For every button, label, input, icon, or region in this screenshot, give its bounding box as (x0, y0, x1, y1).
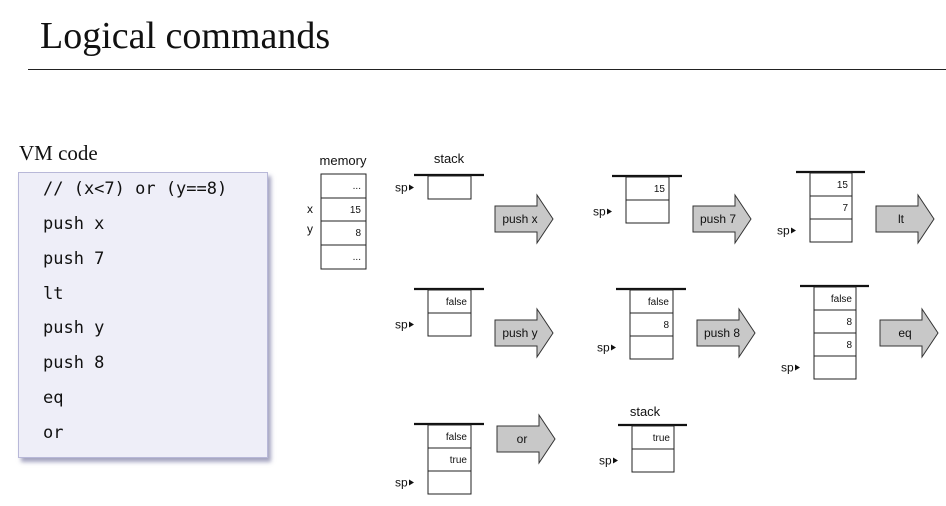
code-line: push 7 (43, 249, 105, 269)
arrow-label: push y (502, 326, 537, 340)
memory-var-name: x (307, 202, 313, 216)
stack-empty-cell (625, 199, 670, 224)
sp-label: sp (597, 341, 610, 355)
memory-cell-value: ... (353, 252, 361, 263)
vm-code-heading: VM code (19, 141, 98, 165)
stack-label: stack (434, 151, 465, 166)
operation-arrow: or (496, 413, 556, 465)
code-line: lt (43, 284, 64, 304)
arrow-shape-icon (496, 413, 556, 465)
memory-cell-value: ... (353, 181, 361, 192)
arrow-shape-icon (494, 193, 554, 245)
sp-label: sp (395, 476, 408, 490)
sp-label: sp (777, 224, 790, 238)
title-divider (28, 69, 946, 70)
stack-empty-cell (629, 335, 674, 360)
operation-arrow: lt (875, 193, 935, 245)
operation-arrow: push 7 (692, 193, 752, 245)
operation-arrow: push y (494, 307, 554, 359)
sp-label: sp (593, 205, 606, 219)
stack-snapshot: false sp (395, 287, 484, 337)
stack-snapshot: false 8 8 sp (781, 284, 869, 380)
stack-cell-value: false (446, 297, 468, 308)
arrow-shape-icon (692, 193, 752, 245)
memory-var-name: y (307, 222, 313, 236)
arrow-shape-icon (875, 193, 935, 245)
stack-empty-cell (631, 448, 675, 473)
arrow-shape-icon (494, 307, 554, 359)
stack-snapshot: false true sp (395, 422, 484, 495)
stack-snapshot: sp (395, 173, 484, 200)
stack-empty-cell (813, 355, 857, 380)
stack-empty-cell (809, 218, 853, 243)
stack-cell-value: false (446, 432, 468, 443)
operation-arrow: push x (494, 193, 554, 245)
stack-cell-value: 15 (837, 180, 849, 191)
code-line: push y (43, 318, 105, 338)
memory-label: memory (320, 153, 367, 168)
stack-snapshot: 15 7 sp (777, 170, 865, 243)
sp-label: sp (781, 361, 794, 375)
stack-empty-cell (427, 312, 472, 337)
vm-code-panel: // (x<7) or (y==8) push x push 7 lt push… (18, 172, 268, 458)
code-line: push 8 (43, 353, 105, 373)
memory-cell-value: 8 (355, 228, 361, 239)
operation-arrow: eq (879, 307, 939, 359)
arrow-label: push 8 (704, 326, 740, 340)
code-line: or (43, 423, 64, 443)
sp-pointer-icon (613, 457, 618, 464)
stack-label: stack (630, 404, 661, 419)
sp-label: sp (599, 454, 612, 468)
stack-cell-value: 8 (846, 317, 852, 328)
stack-cell-value: 15 (654, 184, 666, 195)
arrow-label: lt (898, 212, 905, 226)
sp-pointer-icon (791, 227, 796, 234)
stack-snapshot: true sp (599, 423, 687, 473)
stack-empty-cell (427, 175, 472, 200)
arrow-label: push x (502, 212, 537, 226)
stack-empty-cell (427, 470, 472, 495)
arrow-shape-icon (879, 307, 939, 359)
code-line: push x (43, 214, 105, 234)
stack-cell-value: 8 (846, 340, 852, 351)
sp-pointer-icon (409, 184, 414, 191)
code-line: // (x<7) or (y==8) (43, 179, 228, 199)
arrow-shape-icon (696, 307, 756, 359)
stack-cell-value: true (450, 455, 468, 466)
stack-cell-value: false (831, 294, 853, 305)
memory-block: memory ... 15 8 ... x y (307, 153, 367, 270)
sp-pointer-icon (409, 479, 414, 486)
arrow-label: eq (898, 326, 911, 340)
slide-title: Logical commands (40, 15, 331, 57)
sp-pointer-icon (409, 321, 414, 328)
arrow-label: push 7 (700, 212, 736, 226)
stack-snapshot: false 8 sp (597, 287, 686, 360)
stack-cell-value: 7 (842, 203, 848, 214)
stack-cell-value: 8 (663, 320, 669, 331)
stack-cell-value: false (648, 297, 670, 308)
memory-cell-value: 15 (350, 205, 362, 216)
sp-pointer-icon (611, 344, 616, 351)
sp-pointer-icon (607, 208, 612, 215)
arrow-label: or (517, 432, 528, 446)
stack-cell-value: true (653, 433, 671, 444)
stack-snapshot: 15 sp (593, 174, 682, 224)
operation-arrow: push 8 (696, 307, 756, 359)
code-line: eq (43, 388, 64, 408)
sp-label: sp (395, 181, 408, 195)
sp-pointer-icon (795, 364, 800, 371)
sp-label: sp (395, 318, 408, 332)
